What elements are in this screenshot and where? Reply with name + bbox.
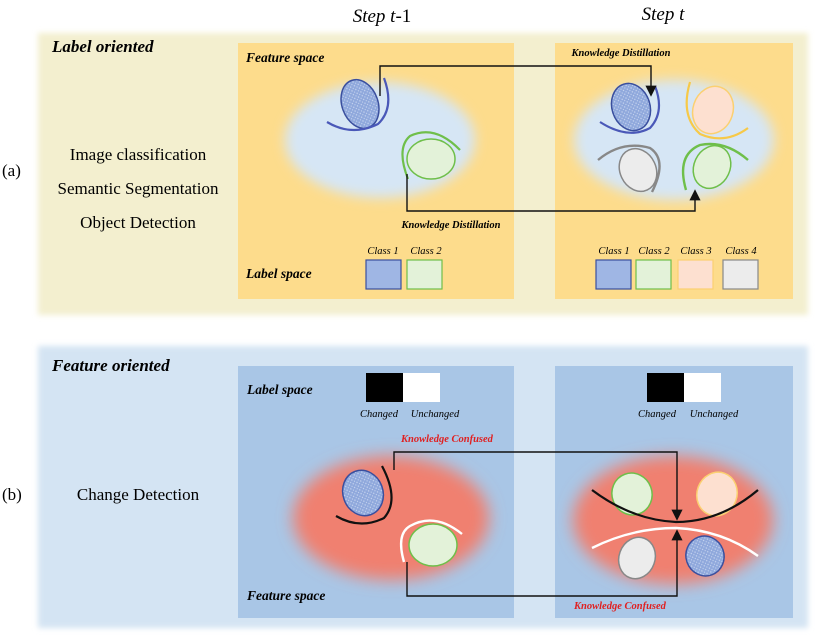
class1-boundary-a-prev <box>326 77 390 132</box>
class4-label-a-curr: Class 4 <box>725 246 757 257</box>
kd-label-top: Knowledge Distillation <box>571 48 671 59</box>
class2-boundary-a-curr <box>681 142 749 191</box>
kc-label-bottom: Knowledge Confused <box>573 601 667 612</box>
class1-swatch-a-prev <box>365 259 402 290</box>
feature-space-label-b-prev: Feature space <box>246 588 325 603</box>
feature-space-blob-b-prev <box>293 456 489 580</box>
changed-swatch-b-prev <box>366 373 403 402</box>
changed-boundary-b-curr <box>591 489 759 524</box>
changed-label-b-prev: Changed <box>360 409 399 420</box>
class1-swatch-a-curr <box>595 259 632 290</box>
class1-label-a-curr: Class 1 <box>598 246 629 257</box>
class2-label-a-prev: Class 2 <box>410 246 442 257</box>
class2-swatch-a-prev <box>406 259 443 290</box>
class3-cluster-a-curr <box>691 85 735 135</box>
task-semantic-segmentation: Semantic Segmentation <box>58 179 219 198</box>
class4-boundary-a-curr <box>597 144 661 193</box>
kc-arrow-top <box>393 451 683 521</box>
step-curr-header: Step t <box>642 4 685 25</box>
feature-space-label-a-prev: Feature space <box>245 50 324 65</box>
unchanged-swatch-b-curr <box>684 373 721 402</box>
kc-label-top: Knowledge Confused <box>400 434 494 445</box>
changed-label-b-curr: Changed <box>638 409 677 420</box>
task-image-classification: Image classification <box>70 145 207 164</box>
unchanged-label-b-prev: Unchanged <box>411 409 460 420</box>
class3-boundary-a-curr <box>685 81 749 140</box>
kd-arrow-top <box>379 65 657 97</box>
class1-cluster-a-curr <box>610 82 652 132</box>
panel-a-marker: (a) <box>2 161 21 180</box>
class2-boundary-a-prev <box>401 131 461 180</box>
class4-cluster-b-curr <box>617 536 657 580</box>
panel-b-marker: (b) <box>2 485 22 504</box>
kd-arrow-bottom <box>406 174 701 212</box>
unchanged-label-b-curr: Unchanged <box>690 409 739 420</box>
unchanged-boundary-b-prev <box>399 519 463 563</box>
kd-label-bottom: Knowledge Distillation <box>401 220 501 231</box>
step-prev-header: Step t-1 <box>353 6 412 27</box>
task-change-detection: Change Detection <box>77 485 200 504</box>
class2-cluster-a-prev <box>406 138 456 180</box>
label-space-label-b-prev: Label space <box>246 382 313 397</box>
class2-swatch-a-curr <box>635 259 672 290</box>
class2-cluster-b-prev <box>408 523 458 567</box>
class3-swatch-a-curr <box>677 259 714 290</box>
task-object-detection: Object Detection <box>80 213 196 232</box>
changed-boundary-b-prev <box>335 465 393 525</box>
changed-swatch-b-curr <box>647 373 684 402</box>
class2-cluster-b-curr <box>611 472 653 516</box>
class4-cluster-a-curr <box>618 147 658 193</box>
class4-swatch-a-curr <box>722 259 759 290</box>
class1-cluster-b-curr <box>685 535 725 577</box>
feature-space-blob-a-curr <box>574 80 774 200</box>
kc-arrow-bottom <box>406 529 683 597</box>
panel-a-title: Label oriented <box>51 37 154 56</box>
class1-boundary-a-curr <box>599 85 661 134</box>
unchanged-swatch-b-prev <box>403 373 440 402</box>
panel-b-title: Feature oriented <box>51 356 170 375</box>
class2-label-a-curr: Class 2 <box>638 246 670 257</box>
unchanged-boundary-b-curr <box>591 526 759 557</box>
class3-cluster-b-curr <box>696 471 738 517</box>
class1-label-a-prev: Class 1 <box>367 246 398 257</box>
class2-cluster-a-curr <box>692 144 732 190</box>
label-space-label-a-prev: Label space <box>245 266 312 281</box>
feature-space-blob-b-curr <box>573 456 773 584</box>
class3-label-a-curr: Class 3 <box>680 246 711 257</box>
class1-cluster-b-prev <box>341 469 385 517</box>
